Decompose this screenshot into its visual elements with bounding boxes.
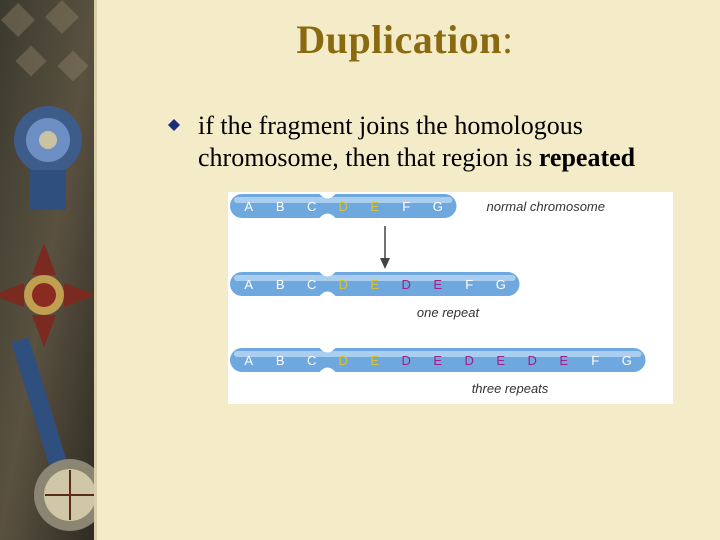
row-caption: normal chromosome bbox=[487, 199, 606, 214]
gene-label: D bbox=[402, 277, 411, 292]
gene-label: D bbox=[339, 353, 348, 368]
bullet-text: if the fragment joins the homologous chr… bbox=[198, 110, 688, 174]
gene-label: F bbox=[402, 199, 410, 214]
gene-label: C bbox=[307, 277, 316, 292]
gene-label: E bbox=[370, 199, 379, 214]
gene-label: F bbox=[591, 353, 599, 368]
figure-background bbox=[228, 192, 673, 404]
slide-title: Duplication: bbox=[0, 16, 720, 63]
gene-label: C bbox=[307, 353, 316, 368]
gene-label: D bbox=[339, 199, 348, 214]
gene-label: G bbox=[433, 199, 443, 214]
gene-label: E bbox=[433, 353, 442, 368]
gene-label: A bbox=[244, 277, 253, 292]
row-caption: three repeats bbox=[472, 381, 549, 396]
gene-label: B bbox=[276, 353, 285, 368]
gene-label: D bbox=[528, 353, 537, 368]
gene-label: D bbox=[339, 277, 348, 292]
decorative-medal-border bbox=[0, 0, 97, 540]
gene-label: A bbox=[244, 199, 253, 214]
gene-label: C bbox=[307, 199, 316, 214]
gene-label: A bbox=[244, 353, 253, 368]
gene-label: E bbox=[496, 353, 505, 368]
gene-label: E bbox=[559, 353, 568, 368]
gene-label: G bbox=[496, 277, 506, 292]
gene-label: B bbox=[276, 199, 285, 214]
bullet-emphasis: repeated bbox=[539, 143, 635, 172]
gene-label: D bbox=[465, 353, 474, 368]
gene-label: E bbox=[370, 353, 379, 368]
gene-label: D bbox=[402, 353, 411, 368]
row-caption: one repeat bbox=[417, 305, 481, 320]
gene-label: E bbox=[370, 277, 379, 292]
gene-label: F bbox=[465, 277, 473, 292]
gene-label: E bbox=[433, 277, 442, 292]
gene-label: B bbox=[276, 277, 285, 292]
diamond-bullet-icon bbox=[168, 119, 180, 131]
gene-label: G bbox=[622, 353, 632, 368]
